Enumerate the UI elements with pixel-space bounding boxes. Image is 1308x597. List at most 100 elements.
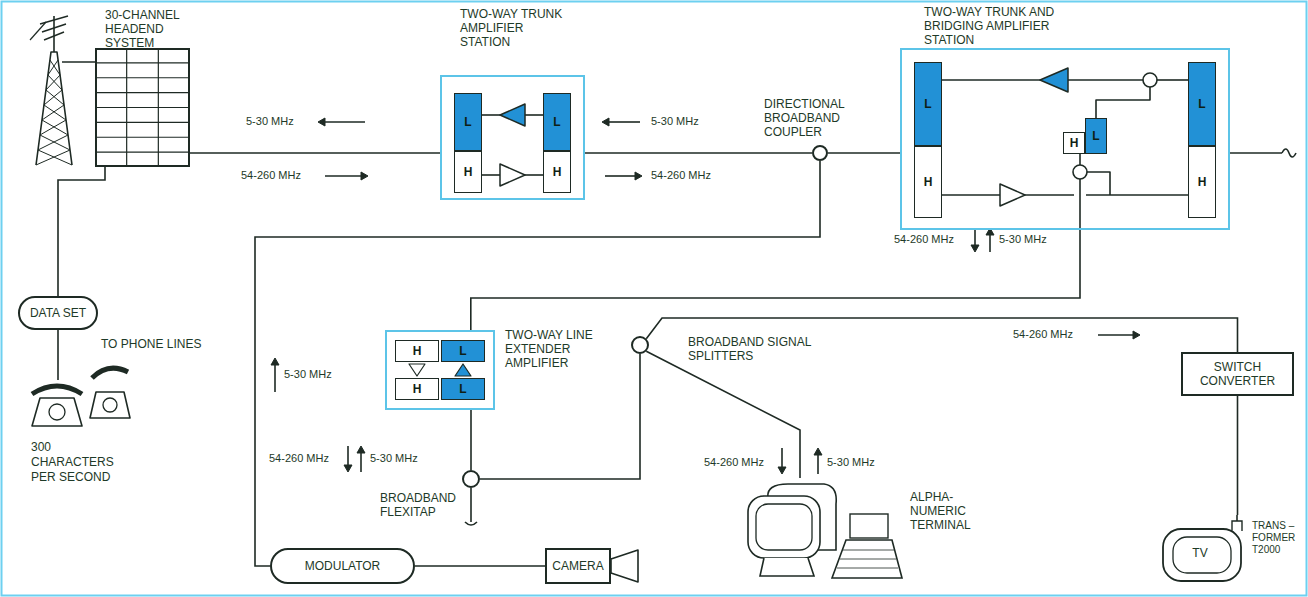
tower-brace [38, 150, 72, 165]
tower-brace [46, 90, 64, 105]
transformer-lead [1236, 515, 1238, 521]
node-label: SWITCH CONVERTER [1183, 360, 1292, 388]
modulator: MODULATOR [270, 548, 415, 584]
node-heading: BROADBAND SIGNAL SPLITTERS [688, 335, 816, 363]
cable-connector [1237, 396, 1239, 515]
signal-arrow [974, 228, 976, 245]
wire [482, 114, 500, 116]
node-heading: ALPHA- NUMERIC TERMINAL [910, 490, 995, 532]
signal-arrow [781, 448, 783, 467]
wire [1079, 154, 1081, 165]
camera-lens [611, 550, 638, 582]
high-pass-filter: H [454, 151, 482, 193]
signal-splitter: BROADBAND SIGNAL SPLITTERS [631, 336, 649, 354]
signal-arrowhead [344, 465, 352, 472]
tower-brace [48, 60, 58, 75]
low-pass-filter: L [441, 340, 485, 362]
directional-coupler-symbol [1143, 73, 1157, 87]
line-extender-amplifier: TWO-WAY LINE EXTENDER AMPLIFIERHLHL [385, 330, 495, 410]
wire [1086, 194, 1188, 196]
tower-brace [44, 90, 62, 105]
switch-converter: SWITCH CONVERTER [1181, 352, 1294, 396]
low-pass-filter: L [1085, 118, 1107, 154]
signal-arrowhead [357, 446, 365, 453]
cable-end [1282, 149, 1296, 157]
high-pass-filter: H [1188, 146, 1216, 218]
high-pass-filter: H [1063, 132, 1085, 154]
cable-connector [585, 152, 812, 154]
low-pass-filter: L [543, 93, 571, 151]
tv-screen [1173, 537, 1231, 573]
monitor-screen [756, 504, 812, 550]
cable-connector [646, 351, 800, 478]
splitter-symbol [1073, 165, 1087, 179]
tower-brace [40, 120, 66, 135]
node-label: H [1198, 175, 1207, 189]
low-pass-filter: L [914, 62, 942, 146]
frequency-label: 5-30 MHz [245, 115, 295, 128]
antenna-feed [62, 61, 95, 63]
tower-legs [36, 52, 72, 165]
headend-grid [96, 122, 189, 123]
high-pass-filter: H [395, 378, 439, 400]
signal-arrow [360, 453, 362, 472]
frequency-label: 5-30 MHz [650, 115, 700, 128]
telephone-dial [103, 398, 117, 412]
terminator [465, 522, 477, 525]
tower-brace [44, 105, 66, 120]
signal-arrow [989, 235, 991, 252]
antenna-element [40, 16, 68, 24]
tower-brace [36, 150, 70, 165]
low-pass-filter: L [441, 378, 485, 400]
tower-brace [50, 60, 60, 75]
cable-connector [190, 152, 440, 154]
frequency-label: 54-260 MHz [893, 233, 955, 246]
signal-arrow [274, 365, 276, 392]
signal-arrow [325, 121, 365, 123]
tv-cabinet [1163, 529, 1241, 581]
drop-cable [470, 488, 472, 522]
frequency-label: 5-30 MHz [369, 452, 419, 465]
wire [1096, 87, 1150, 118]
node-label: H [464, 165, 473, 179]
wire [482, 174, 500, 176]
tower-brace [46, 75, 60, 90]
frequency-label: 54-260 MHz [1012, 328, 1074, 341]
signal-arrowhead [635, 172, 642, 180]
telephone [90, 392, 130, 418]
signal-arrow [347, 446, 349, 465]
telephone-dial [49, 404, 65, 420]
amplifier-triangle [500, 164, 525, 186]
node-heading: BROADBAND FLEXITAP [380, 491, 462, 519]
keyboard-panel [850, 514, 888, 538]
node-label: L [1198, 97, 1205, 111]
cable-connector [470, 410, 472, 470]
low-pass-filter: L [454, 93, 482, 151]
cable-connector [828, 152, 900, 154]
high-pass-filter: H [395, 340, 439, 362]
bridging-amplifier-station: TWO-WAY TRUNK AND BRIDGING AMPLIFIER STA… [900, 48, 1230, 230]
headend-system: 30-CHANNEL HEADEND SYSTEM [95, 48, 190, 167]
node-label: L [924, 97, 931, 111]
amplifier-triangle [455, 364, 471, 376]
antenna-element [44, 32, 64, 40]
frequency-label: 54-260 MHz [268, 452, 330, 465]
node-label: DATA SET [30, 306, 86, 320]
signal-arrow [609, 121, 640, 123]
signal-arrowhead [1133, 331, 1140, 339]
low-pass-filter: L [1188, 62, 1216, 146]
monitor-front [748, 496, 820, 558]
wire [1157, 79, 1188, 81]
keyboard-keys [837, 568, 898, 569]
telephone [32, 398, 82, 426]
frequency-label: 54-260 MHz [240, 169, 302, 182]
node-heading: 30-CHANNEL HEADEND SYSTEM [105, 8, 209, 50]
frequency-label: 54-260 MHz [703, 456, 765, 469]
frequency-label: 5-30 MHz [826, 456, 876, 469]
tower-brace [40, 135, 70, 150]
node-label: MODULATOR [305, 559, 381, 573]
note-label: 300 CHARACTERS PER SECOND [30, 440, 124, 485]
